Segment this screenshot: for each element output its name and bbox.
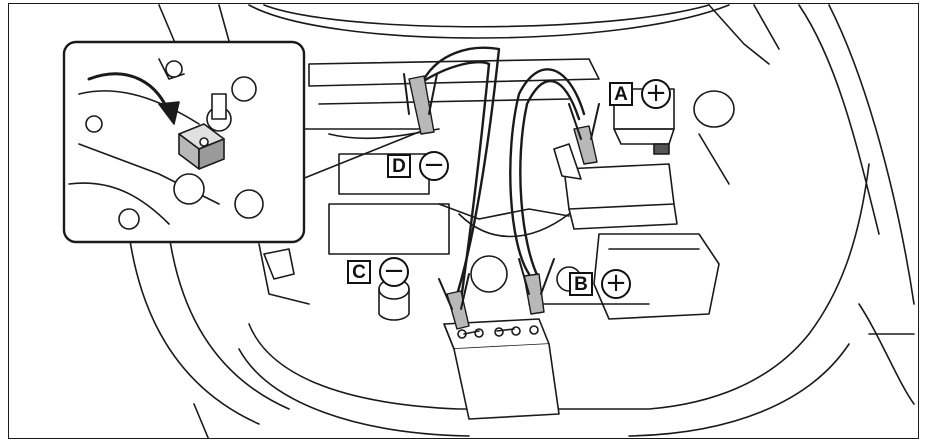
- cable-clamps: [403, 73, 600, 330]
- label-b-positive-symbol: +: [601, 269, 631, 299]
- inset-detail: [62, 40, 306, 244]
- vehicle-battery: [553, 88, 678, 230]
- label-a: A: [609, 82, 633, 106]
- jumper-cables: [417, 46, 586, 316]
- label-d-negative-symbol: −: [419, 151, 449, 181]
- label-c: C: [347, 260, 371, 284]
- label-c-negative-symbol: −: [379, 257, 409, 287]
- booster-battery: [443, 318, 560, 420]
- hood: [158, 4, 915, 305]
- engine-bay-drawing: [62, 4, 915, 438]
- label-d: D: [387, 154, 411, 178]
- coolant-reservoir: [693, 90, 735, 128]
- label-b: B: [569, 272, 593, 296]
- inset-callout: [301, 128, 420, 180]
- label-a-positive-symbol: +: [641, 79, 671, 109]
- fuse-box: [593, 233, 720, 320]
- car-body: [128, 163, 915, 438]
- illustration-frame: A + B + C − D −: [8, 3, 919, 439]
